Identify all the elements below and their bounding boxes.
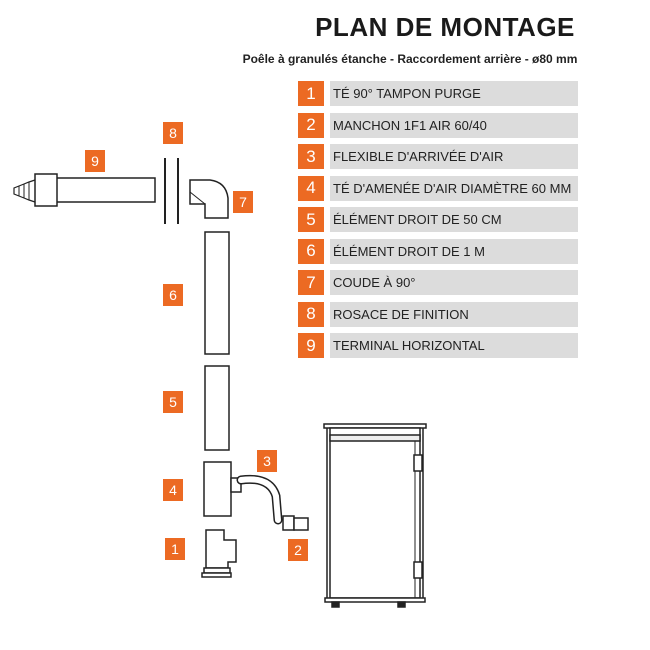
rosace-finition	[164, 158, 179, 224]
legend-label: TÉ 90° TAMPON PURGE	[330, 81, 578, 106]
page-subtitle: Poêle à granulés étanche - Raccordement …	[242, 52, 578, 66]
legend-label: TÉ D'AMENÉE D'AIR DIAMÈTRE 60 MM	[330, 175, 578, 201]
legend-number: 4	[298, 175, 324, 201]
te-tampon-purge	[201, 529, 237, 578]
badge-4: 4	[163, 479, 183, 501]
legend-label: TERMINAL HORIZONTAL	[330, 333, 578, 358]
legend-item: 4 TÉ D'AMENÉE D'AIR DIAMÈTRE 60 MM	[298, 175, 578, 201]
legend-item: 6 ÉLÉMENT DROIT DE 1 M	[298, 238, 578, 264]
legend-number: 3	[298, 144, 324, 169]
legend-number: 9	[298, 333, 324, 358]
badge-6: 6	[163, 284, 183, 306]
legend-number: 6	[298, 238, 324, 264]
legend-item: 5 ÉLÉMENT DROIT DE 50 CM	[298, 207, 578, 232]
coude-90	[189, 179, 229, 219]
pellet-stove	[323, 423, 427, 608]
badge-5: 5	[163, 391, 183, 413]
legend-item: 1 TÉ 90° TAMPON PURGE	[298, 81, 578, 106]
parts-legend: 1 TÉ 90° TAMPON PURGE 2 MANCHON 1F1 AIR …	[298, 81, 578, 365]
legend-number: 7	[298, 270, 324, 295]
legend-label: MANCHON 1F1 AIR 60/40	[330, 112, 578, 138]
legend-item: 7 COUDE À 90°	[298, 270, 578, 295]
element-droit-50cm	[204, 365, 230, 451]
legend-number: 1	[298, 81, 324, 106]
legend-number: 2	[298, 112, 324, 138]
legend-item: 2 MANCHON 1F1 AIR 60/40	[298, 112, 578, 138]
te-amenee-air	[203, 461, 242, 517]
legend-item: 8 ROSACE DE FINITION	[298, 301, 578, 327]
legend-number: 8	[298, 301, 324, 327]
page-title: PLAN DE MONTAGE	[315, 12, 575, 42]
badge-1: 1	[165, 538, 185, 560]
legend-label: ÉLÉMENT DROIT DE 50 CM	[330, 207, 578, 232]
legend-number: 5	[298, 207, 324, 232]
legend-item: 3 FLEXIBLE D'ARRIVÉE D'AIR	[298, 144, 578, 169]
badge-7: 7	[233, 191, 253, 213]
badge-8: 8	[163, 122, 183, 144]
badge-9: 9	[85, 150, 105, 172]
legend-label: ÉLÉMENT DROIT DE 1 M	[330, 238, 578, 264]
element-droit-1m	[204, 231, 230, 355]
legend-item: 9 TERMINAL HORIZONTAL	[298, 333, 578, 358]
legend-label: ROSACE DE FINITION	[330, 301, 578, 327]
terminal-horizontal	[13, 173, 156, 207]
badge-2: 2	[288, 539, 308, 561]
legend-label: COUDE À 90°	[330, 270, 578, 295]
manchon	[282, 515, 309, 531]
badge-3: 3	[257, 450, 277, 472]
legend-label: FLEXIBLE D'ARRIVÉE D'AIR	[330, 144, 578, 169]
